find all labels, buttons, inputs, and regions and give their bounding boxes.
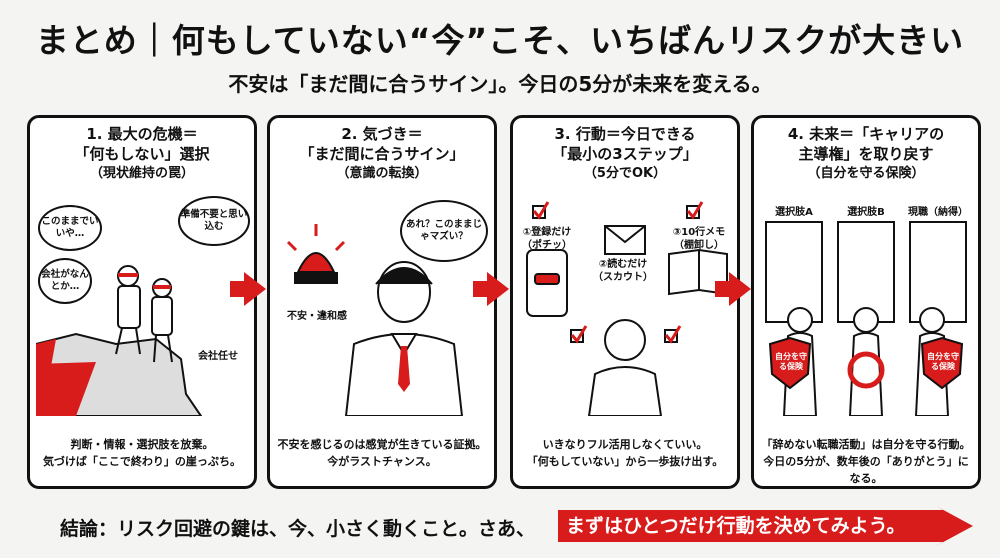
shield-label: 自分を守る保険 [775,352,807,371]
page-subtitle: 不安は「まだ間に合うサイン」。今日の5分が未来を変える。 [228,72,772,96]
door-icon [837,221,895,323]
cliff-illustration [36,265,203,416]
caption-line: 今がラストチャンス。 [327,455,437,468]
cta-banner: まずはひとつだけ行動を決めてみよう。 [558,506,973,546]
door-label: 現職（納得） [908,207,968,218]
panel-step-4: 4. 未来＝「キャリアの 主導権」を取り戻す （自分を守る保険） 選択肢A 選択… [751,115,981,489]
panel-title-line: 1. 最大の危機＝ [86,125,198,143]
arrow-right-icon [473,272,509,306]
thought-bubble: このままでいいや… [38,205,102,251]
door-icon [765,221,823,323]
panel-caption: 判断・情報・選択肢を放棄。 気づけば「ここで終わり」の崖っぷち。 [30,436,254,470]
panel-title-line: 主導権」を取り戻す [798,145,934,163]
bubble-text: このままでいいや… [41,216,99,239]
panel-title-line: 「最小の3ステップ」 [552,145,698,163]
caption-line: 「何もしていない」から一歩抜け出す。 [526,455,724,468]
future-illustration [765,221,967,416]
shield-icon [768,336,964,390]
bubble-text: 会社がなんとか… [41,269,89,292]
thought-bubble: あれ？このままじゃマズい？ [400,200,488,262]
panel-title: 2. 気づき＝ 「まだ間に合うサイン」 （意識の転換） [270,124,494,184]
panel-title-line: 「まだ間に合うサイン」 [299,145,465,163]
alarm-label: 不安・違和感 [287,311,347,322]
arrow-right-icon [715,272,751,306]
panel-title: 1. 最大の危機＝ 「何もしない」選択 （現状維持の罠） [30,124,254,184]
door-label: 選択肢A [775,207,813,218]
step-label: ③10行メモ（棚卸し） [672,227,726,251]
panel-step-3: 3. 行動＝今日できる 「最小の3ステップ」 （5分でOK） ①登録だけ（ポチ [510,115,740,489]
thought-bubble: 準備不要と思い込む [178,196,250,246]
caption-line: 「辞めない転職活動」は自分を守る行動。 [761,438,971,451]
step-label: ①登録だけ（ポチッ） [522,227,572,251]
door-icon [909,221,967,323]
cliff-label: 会社任せ [198,351,238,362]
caption-line: 今日の5分が、数年後の「ありがとう」になる。 [763,455,969,485]
shield-label: 自分を守る保険 [927,352,959,371]
panel-step-2: 2. 気づき＝ 「まだ間に合うサイン」 （意識の転換） あれ？このままじゃマズい… [267,115,497,489]
action-illustration [526,201,728,416]
awakening-illustration [286,224,464,416]
panel-title-line: （5分でOK） [583,166,667,181]
caption-line: 気づけば「ここで終わり」の崖っぷち。 [42,455,242,468]
bubble-text: 準備不要と思い込む [180,209,248,232]
caption-line: 不安を感じるのは感覚が生きている証拠。 [277,438,487,451]
step-label: ②読むだけ（スカウト） [593,259,653,283]
cta-text: まずはひとつだけ行動を決めてみよう。 [566,515,906,537]
arrow-right-icon [230,272,266,306]
panel-title: 4. 未来＝「キャリアの 主導権」を取り戻す （自分を守る保険） [754,124,978,184]
door-label: 選択肢B [847,207,885,218]
panel-title-line: 2. 気づき＝ [341,125,423,143]
conclusion-text: 結論：リスク回避の鍵は、今、小さく動くこと。さあ、 [60,517,536,540]
panel-title-line: （意識の転換） [336,166,428,181]
bubble-text: あれ？このままじゃマズい？ [405,219,482,242]
panel-step-1: 1. 最大の危機＝ 「何もしない」選択 （現状維持の罠） このままでいいや… 会… [27,115,257,489]
page-title: まとめ｜何もしていない“今”こそ、いちばんリスクが大きい [35,21,965,60]
alarm-light-icon [286,224,346,284]
panel-title: 3. 行動＝今日できる 「最小の3ステップ」 （5分でOK） [513,124,737,184]
panel-title-line: 3. 行動＝今日できる [554,125,696,143]
panel-title-line: （現状維持の罠） [89,166,194,181]
caption-line: 判断・情報・選択肢を放棄。 [70,438,214,451]
panel-title-line: 「何もしない」選択 [74,145,210,163]
thought-bubble: 会社がなんとか… [38,258,92,304]
panel-caption: 「辞めない転職活動」は自分を守る行動。 今日の5分が、数年後の「ありがとう」にな… [754,436,978,486]
caption-line: いきなりフル活用しなくていい。 [542,438,708,451]
steering-wheel-icon [847,351,885,389]
cta-arrow-icon [558,506,973,546]
panel-caption: いきなりフル活用しなくていい。 「何もしていない」から一歩抜け出す。 [513,436,737,470]
panel-title-line: （自分を守る保険） [807,166,925,181]
panel-title-line: 4. 未来＝「キャリアの [787,125,945,143]
panel-caption: 不安を感じるのは感覚が生きている証拠。 今がラストチャンス。 [270,436,494,470]
